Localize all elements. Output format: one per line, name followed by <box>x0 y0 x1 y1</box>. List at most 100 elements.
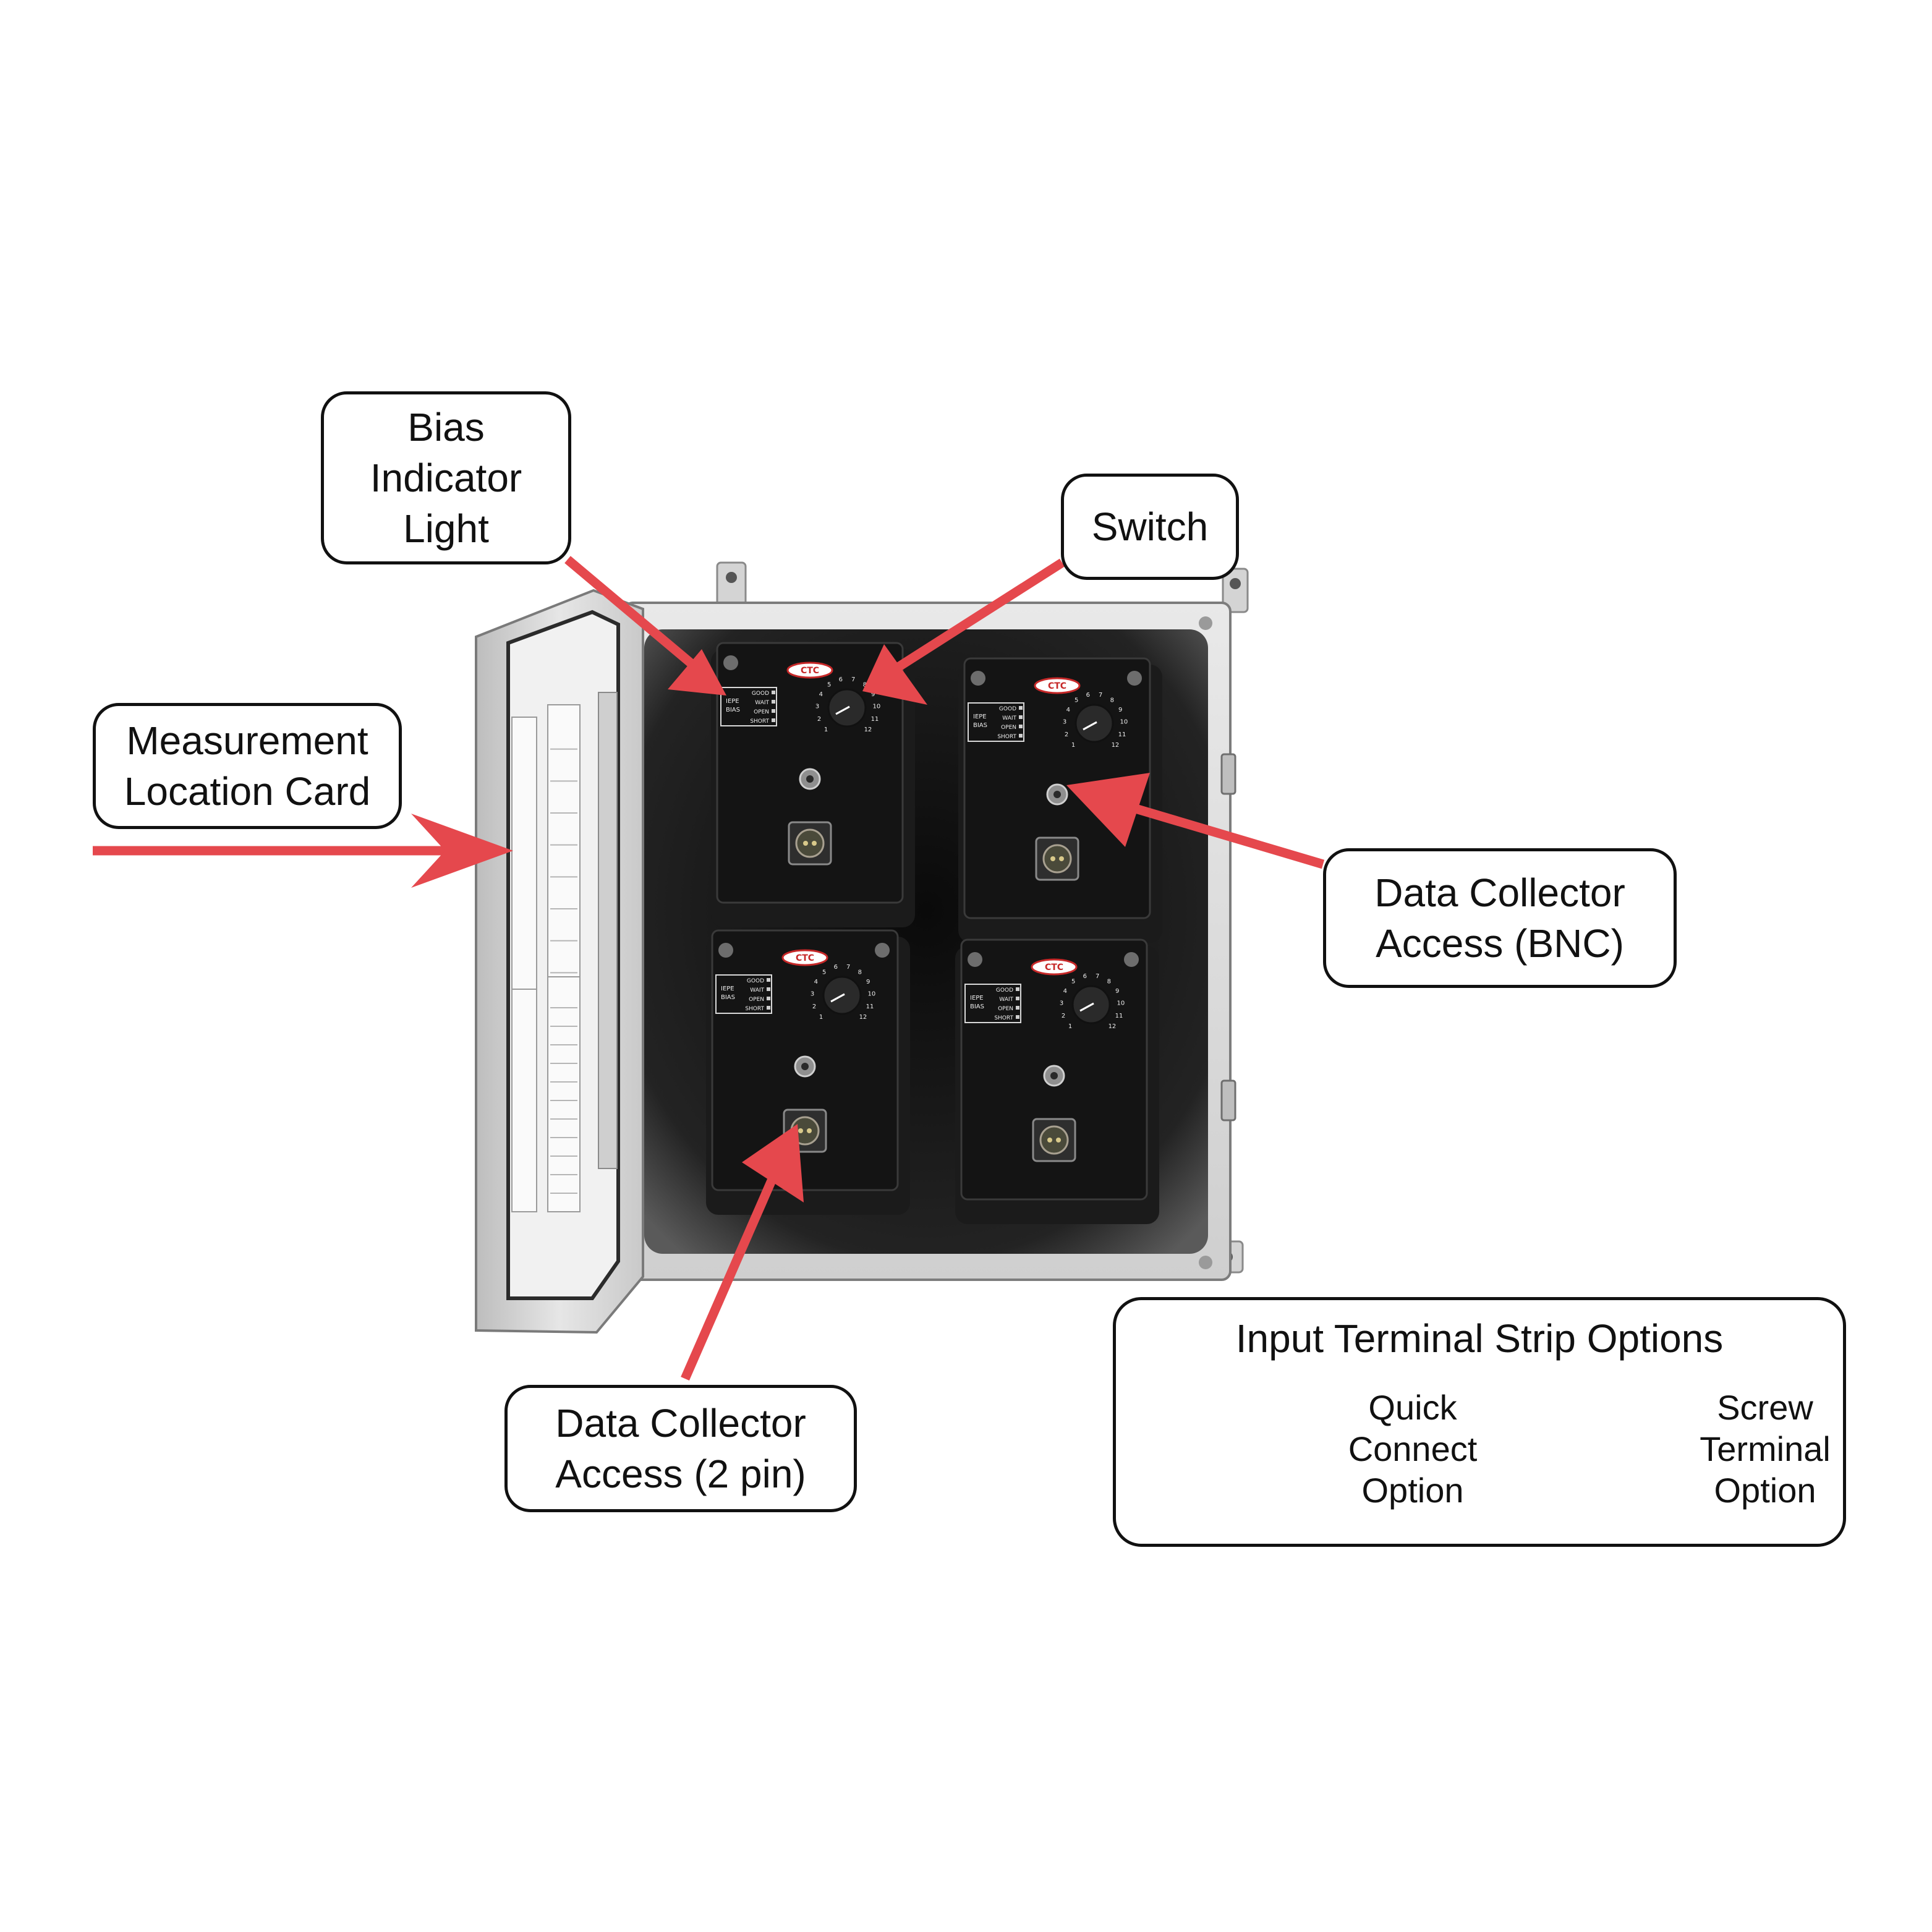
two-pin-line-1: Data Collector <box>555 1401 806 1445</box>
dial-number: 12 <box>864 726 872 733</box>
quick-connect-line-1: Quick <box>1368 1388 1457 1427</box>
dial-number: 2 <box>1062 1013 1065 1019</box>
switch-label: Switch <box>1091 504 1209 549</box>
bias-label: BIAS <box>973 722 987 729</box>
dial-number: 9 <box>866 979 870 985</box>
measurement-card-line-1: Measurement <box>126 718 368 763</box>
two-pin-callout: Data Collector Access (2 pin) <box>504 1385 857 1512</box>
dial-number: 7 <box>1099 692 1102 699</box>
dial-number: 3 <box>1063 719 1066 726</box>
screw-terminal-line-3: Option <box>1714 1471 1816 1510</box>
brand-logo: CTC <box>1045 963 1063 972</box>
signal-module: CTC IEPE BIAS GOOD WAIT OPEN SHORT 12 345 6 7 89 10 1… <box>706 929 910 1215</box>
dial-number: 10 <box>1120 719 1128 726</box>
dial-number: 3 <box>815 704 819 710</box>
status-label: GOOD <box>747 978 764 984</box>
dial-number: 10 <box>873 704 881 710</box>
bias-label: IEPE <box>726 698 739 705</box>
dial-number: 12 <box>1112 742 1120 749</box>
bnc-line-1: Data Collector <box>1374 870 1625 915</box>
dial-number: 1 <box>819 1014 823 1021</box>
dial-number: 11 <box>1118 731 1126 738</box>
dial-number: 8 <box>858 969 862 976</box>
dial-number: 1 <box>1068 1023 1072 1030</box>
status-label: OPEN <box>1001 725 1016 731</box>
status-label: OPEN <box>998 1006 1013 1012</box>
bias-label: BIAS <box>721 994 735 1001</box>
dial-number: 9 <box>1118 707 1122 713</box>
dial-number: 11 <box>871 716 879 723</box>
dial-number: 12 <box>1109 1023 1117 1030</box>
status-label: WAIT <box>999 997 1013 1003</box>
bnc-callout: Data Collector Access (BNC) <box>1323 848 1677 988</box>
dial-number: 4 <box>819 691 823 698</box>
measurement-location-cards <box>511 704 581 1212</box>
bias-indicator-line-3: Light <box>403 506 489 551</box>
measurement-card-callout: Measurement Location Card <box>93 703 402 829</box>
bias-label: IEPE <box>970 995 984 1002</box>
dial-number: 7 <box>1096 973 1099 980</box>
status-label: GOOD <box>999 706 1016 712</box>
dial-number: 9 <box>871 691 875 698</box>
status-label: SHORT <box>997 734 1016 740</box>
dial-number: 3 <box>811 991 814 998</box>
bias-label: IEPE <box>973 713 987 720</box>
dial-number: 5 <box>1075 697 1078 704</box>
bnc-line-2: Access (BNC) <box>1376 921 1624 966</box>
dial-number: 5 <box>822 969 826 976</box>
dial-number: 12 <box>859 1014 867 1021</box>
screw-terminal-line-1: Screw <box>1717 1388 1813 1427</box>
dial-number: 1 <box>1071 742 1075 749</box>
bias-label: BIAS <box>726 707 740 713</box>
status-label: SHORT <box>994 1015 1013 1021</box>
dial-number: 4 <box>1063 988 1067 995</box>
status-label: WAIT <box>750 987 764 994</box>
bias-indicator-callout: Bias Indicator Light <box>321 391 571 564</box>
dial-number: 6 <box>1083 973 1087 980</box>
dial-number: 3 <box>1060 1000 1063 1007</box>
dial-number: 10 <box>868 991 876 998</box>
dial-number: 10 <box>1117 1000 1125 1007</box>
dial-number: 9 <box>1115 988 1119 995</box>
dial-number: 7 <box>846 964 850 971</box>
dial-number: 8 <box>1107 979 1111 985</box>
dial-number: 2 <box>1065 731 1068 738</box>
quick-connect-label: Quick Connect Option <box>1338 1387 1487 1511</box>
status-label: OPEN <box>754 709 769 715</box>
screw-terminal-line-2: Terminal <box>1700 1429 1831 1468</box>
status-label: SHORT <box>745 1006 764 1012</box>
status-label: SHORT <box>750 718 769 725</box>
bias-indicator-line-2: Indicator <box>370 456 522 500</box>
brand-logo: CTC <box>1048 681 1066 691</box>
dial-number: 4 <box>814 979 818 985</box>
bias-indicator-line-1: Bias <box>407 405 485 449</box>
brand-logo: CTC <box>801 666 819 676</box>
dial-number: 2 <box>812 1003 816 1010</box>
status-label: GOOD <box>752 691 769 697</box>
dial-number: 8 <box>863 682 867 689</box>
terminal-options-panel: Input Terminal Strip Options Quick Conne… <box>1113 1297 1846 1547</box>
status-label: OPEN <box>749 997 764 1003</box>
measurement-card-line-2: Location Card <box>124 769 371 814</box>
bias-label: IEPE <box>721 985 734 992</box>
dial-number: 11 <box>866 1003 874 1010</box>
screw-terminal-label: Screw Terminal Option <box>1691 1387 1839 1511</box>
status-label: WAIT <box>1002 715 1016 721</box>
location-card <box>511 976 581 1212</box>
dial-number: 2 <box>817 716 821 723</box>
dial-number: 6 <box>1086 692 1090 699</box>
status-label: GOOD <box>996 987 1013 994</box>
terminal-options-title: Input Terminal Strip Options <box>1235 1316 1724 1361</box>
dial-number: 6 <box>834 964 838 971</box>
dial-number: 11 <box>1115 1013 1123 1019</box>
dial-number: 1 <box>824 726 828 733</box>
callout-arrows <box>93 556 1325 1381</box>
dial-number: 5 <box>827 682 831 689</box>
brand-logo: CTC <box>796 953 814 963</box>
